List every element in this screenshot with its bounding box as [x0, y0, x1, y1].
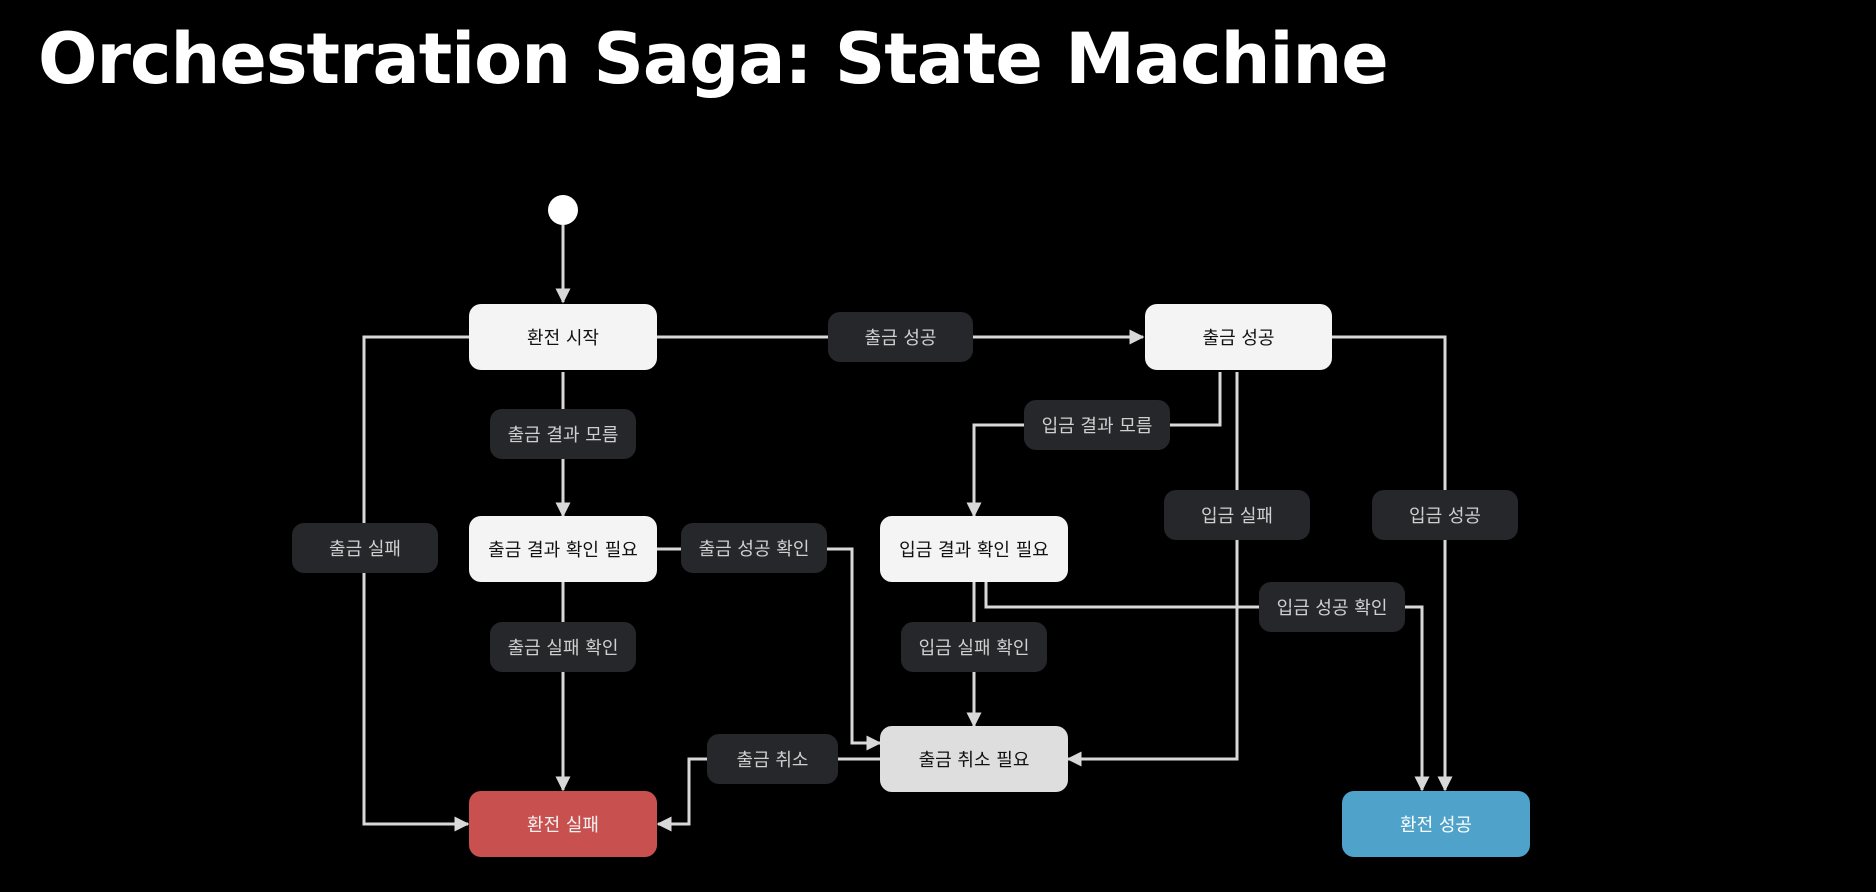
transition-label-deposit-result-unknown: 입금 결과 모름 [1024, 400, 1170, 450]
transition-label-withdraw-fail: 출금 실패 [292, 523, 438, 573]
state-exchange-fail: 환전 실패 [469, 791, 657, 857]
edge-deposit-success [1332, 335, 1453, 792]
edge-withdraw-fail [362, 335, 470, 832]
transition-label-deposit-success: 입금 성공 [1372, 490, 1518, 540]
page-title: Orchestration Saga: State Machine [38, 18, 1389, 100]
transition-label-withdraw-result-unknown: 출금 결과 모름 [490, 409, 636, 459]
transition-label-deposit-fail: 입금 실패 [1164, 490, 1310, 540]
initial-state-dot [548, 195, 578, 225]
edge-withdraw-success-confirm [657, 547, 882, 751]
state-deposit-check-needed: 입금 결과 확인 필요 [880, 516, 1068, 582]
transition-label-withdraw-fail-confirm: 출금 실패 확인 [490, 622, 636, 672]
state-withdraw-cancel-needed: 출금 취소 필요 [880, 726, 1068, 792]
edge-deposit-success-confirm [984, 582, 1430, 792]
state-withdraw-check-needed: 출금 결과 확인 필요 [469, 516, 657, 582]
state-exchange-success: 환전 성공 [1342, 791, 1530, 857]
transition-label-deposit-fail-confirm: 입금 실패 확인 [901, 622, 1047, 672]
transition-label-deposit-success-confirm: 입금 성공 확인 [1259, 582, 1405, 632]
state-withdraw-success: 출금 성공 [1145, 304, 1332, 370]
state-exchange-start: 환전 시작 [469, 304, 657, 370]
transition-label-withdraw-success: 출금 성공 [828, 312, 973, 362]
transition-label-withdraw-success-confirm: 출금 성공 확인 [681, 523, 827, 573]
transition-label-withdraw-cancel: 출금 취소 [707, 734, 838, 784]
